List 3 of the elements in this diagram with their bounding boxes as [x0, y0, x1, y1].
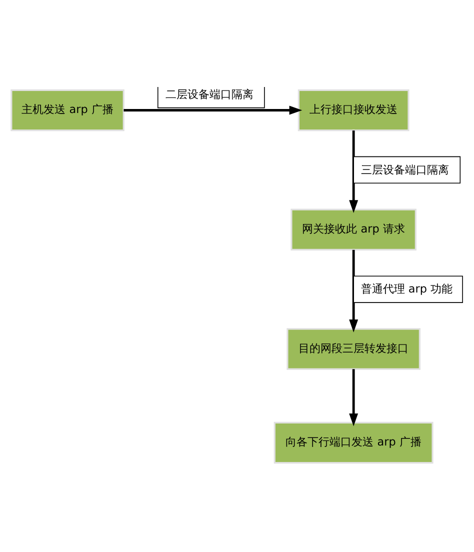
edge-label: 三层设备端口隔离 — [361, 162, 450, 176]
edge-label: 普通代理 arp 功能 — [360, 282, 453, 296]
edge-label: 二层设备端口隔离 — [165, 87, 254, 100]
